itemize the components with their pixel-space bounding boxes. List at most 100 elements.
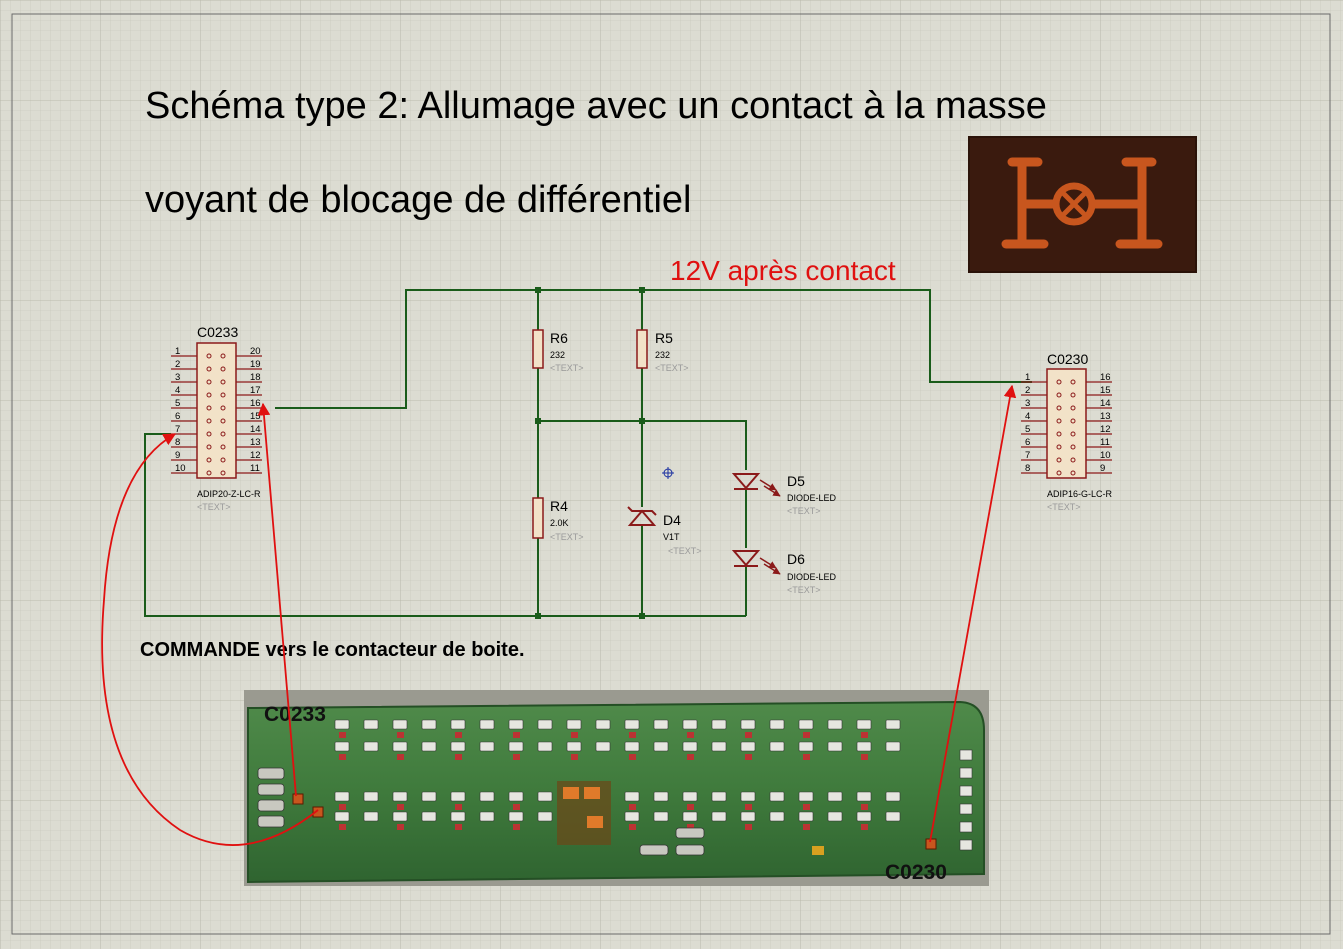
pcb-smd-part <box>392 811 408 822</box>
c0233-pin-label: 10 <box>175 463 186 474</box>
pcb-smd-part <box>798 741 814 752</box>
pcb-smd-part <box>392 719 408 730</box>
r5-value: 232 <box>655 350 670 360</box>
resistor-r4[interactable]: R4 2.0K <TEXT> <box>532 497 584 542</box>
command-note: COMMANDE vers le contacteur de boite. <box>140 639 525 661</box>
pcb-smd-part <box>566 741 582 752</box>
pcb-smd-part <box>508 791 524 802</box>
pcb-smd-part <box>537 811 553 822</box>
c0233-pad <box>206 470 212 476</box>
pcb-smd-part <box>479 719 495 730</box>
pcb-led <box>745 754 752 760</box>
pcb-smd-part <box>653 811 669 822</box>
pcb-led <box>803 732 810 738</box>
pcb-led <box>629 732 636 738</box>
pcb-smd-part <box>885 741 901 752</box>
pcb-led <box>629 824 636 830</box>
c0230-pin-label: 6 <box>1025 437 1030 448</box>
c0230-pin-label: 16 <box>1100 372 1111 383</box>
c0230-pad <box>1056 418 1062 424</box>
c0233-pin-label: 20 <box>250 346 261 357</box>
pcb-smd-part <box>959 749 973 761</box>
pcb-led <box>687 804 694 810</box>
origin-marker-icon <box>662 467 674 479</box>
pcb-smd-part <box>624 741 640 752</box>
supply-label: 12V après contact <box>670 255 896 286</box>
pcb-smd-part <box>392 741 408 752</box>
pcb-smd-part <box>653 719 669 730</box>
pcb-diode <box>257 783 285 796</box>
c0233-pin-label: 17 <box>250 385 261 396</box>
pcb-led <box>455 824 462 830</box>
pcb-smd-part <box>624 791 640 802</box>
r5-text-placeholder: <TEXT> <box>655 363 689 373</box>
r5-ref: R5 <box>655 330 673 346</box>
pcb-smd-part <box>740 811 756 822</box>
pcb-smd-part <box>682 811 698 822</box>
pcb-led <box>513 824 520 830</box>
c0233-pin-label: 3 <box>175 372 180 383</box>
pcb-smd-part <box>885 719 901 730</box>
c0230-pin-label: 1 <box>1025 372 1030 383</box>
pcb-led <box>455 732 462 738</box>
pcb-diode <box>257 767 285 780</box>
pcb-smd-part <box>363 741 379 752</box>
d5-triangle <box>731 473 761 490</box>
pcb-smd-part <box>959 785 973 797</box>
pcb-smd-part <box>827 811 843 822</box>
resistor-r6[interactable]: R6 232 <TEXT> <box>532 329 584 373</box>
c0233-ref: C0233 <box>197 324 238 340</box>
c0230-pad <box>1056 379 1062 385</box>
pcb-led <box>571 754 578 760</box>
wires <box>144 289 1032 617</box>
c0230-pad <box>1056 457 1062 463</box>
pcb-led <box>803 754 810 760</box>
c0230-pad <box>1070 418 1076 424</box>
pcb-led <box>455 804 462 810</box>
r4-value: 2.0K <box>550 518 569 528</box>
pcb-led <box>339 824 346 830</box>
c0233-pad <box>220 444 226 450</box>
pcb-led <box>397 824 404 830</box>
red-arrows <box>101 384 1017 846</box>
led-d5[interactable]: D5 DIODE-LED <TEXT> <box>731 473 837 516</box>
c0233-pin-label: 2 <box>175 359 180 370</box>
resistor-r5[interactable]: R5 232 <TEXT> <box>636 329 689 373</box>
c0230-pin-label: 7 <box>1025 450 1030 461</box>
pcb-smd-part <box>711 719 727 730</box>
d4-ref: D4 <box>663 512 681 528</box>
pcb-smd-part <box>682 791 698 802</box>
pcb-smd-part <box>959 821 973 833</box>
pcb-smd-part <box>392 791 408 802</box>
pcb-led <box>745 824 752 830</box>
pcb-smd-part <box>769 719 785 730</box>
c0233-pin-label: 4 <box>175 385 180 396</box>
pcb-smd-part <box>769 741 785 752</box>
c0233-pad <box>220 366 226 372</box>
c0233-pin-label: 6 <box>175 411 180 422</box>
c0233-pad <box>206 366 212 372</box>
pcb-led <box>745 732 752 738</box>
zener-d4[interactable]: D4 V1T <TEXT> <box>627 506 702 556</box>
pcb-led <box>571 732 578 738</box>
c0230-pad <box>1070 392 1076 398</box>
pcb-smd-part <box>769 791 785 802</box>
pcb-smd-part <box>363 811 379 822</box>
pcb-smd-part <box>624 719 640 730</box>
pcb-smd-part <box>479 741 495 752</box>
pcb-smd-part <box>653 791 669 802</box>
c0230-pad <box>1070 444 1076 450</box>
pcb-smd-part <box>740 719 756 730</box>
d5-ref: D5 <box>787 473 805 489</box>
r4-text-placeholder: <TEXT> <box>550 532 584 542</box>
c0233-pad <box>206 444 212 450</box>
pcb-smd-part <box>450 719 466 730</box>
pcb-smd-part <box>798 719 814 730</box>
led-d6[interactable]: D6 DIODE-LED <TEXT> <box>731 550 837 595</box>
c0230-pin-label: 5 <box>1025 424 1030 435</box>
pcb-led <box>629 754 636 760</box>
c0233-pad <box>220 392 226 398</box>
